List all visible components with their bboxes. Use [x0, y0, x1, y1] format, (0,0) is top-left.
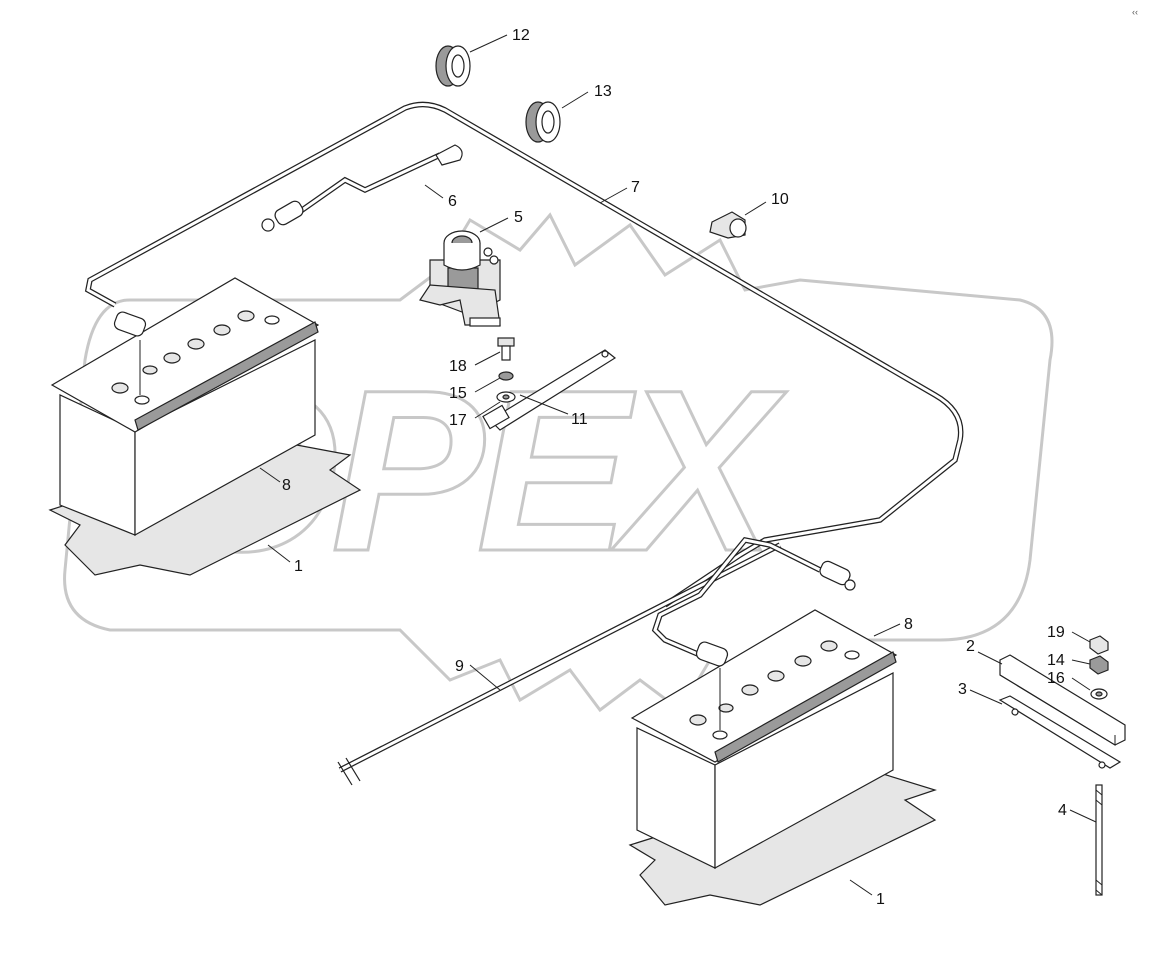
battery-left: [48, 277, 362, 576]
watermark-gear: [63, 212, 1054, 713]
callout-11: 11: [571, 411, 588, 428]
strap-11: [482, 349, 617, 431]
callout-10: 10: [771, 191, 789, 208]
clip-10: [709, 211, 747, 239]
rod-4: [1095, 784, 1103, 896]
callout-8-right: 8: [904, 616, 913, 633]
cable-9: [337, 542, 782, 786]
callout-labels: 12 13 6 5 7 10 18 15 17 11 8 1 8 9 19 2 …: [282, 27, 1067, 908]
cable-6: [261, 144, 463, 232]
cable-battery-link: [651, 536, 856, 658]
nut-14: [1089, 655, 1109, 675]
grommet-12: [435, 45, 471, 87]
callout-12: 12: [512, 27, 530, 44]
callout-7: 7: [631, 179, 640, 196]
grommet-13: [525, 101, 561, 143]
callout-5: 5: [514, 209, 523, 226]
callout-14: 14: [1047, 652, 1065, 669]
callout-1-right: 1: [876, 891, 885, 908]
battery-right: [628, 609, 937, 906]
callout-18: 18: [449, 358, 467, 375]
washer-17: [496, 391, 516, 403]
washer-15: [498, 371, 514, 381]
washer-16: [1090, 688, 1108, 700]
switch-5: [419, 230, 501, 327]
callout-9: 9: [455, 658, 464, 675]
callout-1-left: 1: [294, 558, 303, 575]
corner-mark: ‹‹: [1132, 7, 1138, 17]
callout-6: 6: [448, 193, 457, 210]
bracket-2: [999, 654, 1126, 746]
callout-17: 17: [449, 412, 467, 429]
bolt-18: [497, 337, 515, 361]
leader-lines: [259, 34, 1097, 896]
callout-3: 3: [958, 681, 967, 698]
callout-2: 2: [966, 638, 975, 655]
callout-16: 16: [1047, 670, 1065, 687]
nut-19: [1089, 635, 1109, 655]
callout-8-left: 8: [282, 477, 291, 494]
callout-15: 15: [449, 385, 467, 402]
callout-4: 4: [1058, 802, 1067, 819]
callout-13: 13: [594, 83, 612, 100]
cable-7: [84, 101, 964, 608]
bracket-3: [998, 695, 1122, 769]
callout-19: 19: [1047, 624, 1065, 641]
